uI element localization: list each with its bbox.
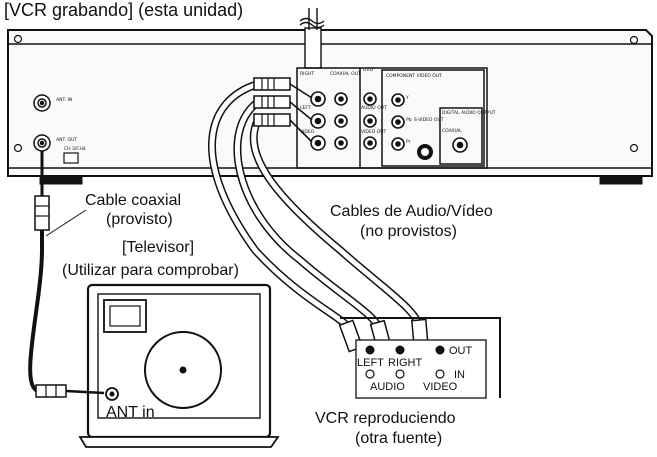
vcr-play-label: VCR reproduciendo xyxy=(315,410,456,427)
rear-dvd-video-out-label: VIDEO OUT xyxy=(361,130,387,135)
vcr-play-note: (otra fuente) xyxy=(355,430,443,447)
rear-y-label: Y xyxy=(406,96,409,101)
av-cables-label: Cables de Audio/Vídeo xyxy=(330,203,493,220)
diagram-title: [VCR grabando] (esta unidad) xyxy=(4,0,244,20)
vcr-out-label: OUT xyxy=(449,345,473,357)
coaxial-cable xyxy=(28,151,105,398)
rear-coaxial-label: COAXIAL xyxy=(442,129,462,134)
rear-ant-out-label: ANT. OUT xyxy=(56,138,78,143)
power-cord-icon xyxy=(299,8,325,69)
coaxial-cable-label: Cable coaxial xyxy=(85,192,182,209)
rear-pr-label: Pr xyxy=(406,140,411,145)
coaxial-cable-note: (provisto) xyxy=(106,211,173,228)
tv-label: [Televisor] xyxy=(122,239,195,256)
tv-ant-in-label: ANT in xyxy=(106,404,155,421)
rear-coaxial-out-label: COAXIAL OUT xyxy=(330,72,361,77)
rca-jack xyxy=(310,91,468,153)
rear-s-video-label: S-VIDEO OUT xyxy=(414,118,444,123)
vcr-left-label: LEFT xyxy=(357,357,384,369)
ant-out-jack xyxy=(33,134,51,152)
rear-right-label: RIGHT xyxy=(300,72,315,77)
recorder-unit xyxy=(7,29,653,185)
s-video-jack xyxy=(417,144,433,160)
av-cables-note: (no provistos) xyxy=(360,223,457,240)
rear-ant-in-label: ANT. IN xyxy=(56,98,73,103)
rear-dvd-audio-out-label: AUDIO OUT xyxy=(361,106,387,111)
rear-ch-select-label: CH 3/CH4 xyxy=(64,147,86,152)
rear-component-label: COMPONENT VIDEO OUT xyxy=(386,74,442,79)
rear-pb-label: Pb xyxy=(406,118,412,123)
ant-in-jack xyxy=(33,94,51,112)
tv-note: (Utilizar para comprobar) xyxy=(62,262,239,279)
rear-digital-label: DIGITAL AUDIO OUTPUT xyxy=(442,111,496,116)
vcr-right-label: RIGHT xyxy=(388,357,423,369)
rear-dvd-label: DVD xyxy=(363,68,373,73)
playback-vcr xyxy=(340,317,501,399)
channel-switch xyxy=(63,152,79,164)
vcr-audio-label: AUDIO xyxy=(370,381,405,393)
television xyxy=(78,283,280,448)
screw-icon xyxy=(13,34,639,153)
rear-left-label: LEFT xyxy=(300,106,311,111)
rear-video-label: VIDEO xyxy=(300,130,315,135)
jack-panel xyxy=(296,67,488,169)
vcr-in-label: IN xyxy=(454,369,465,381)
vcr-video-label: VIDEO xyxy=(423,381,458,393)
